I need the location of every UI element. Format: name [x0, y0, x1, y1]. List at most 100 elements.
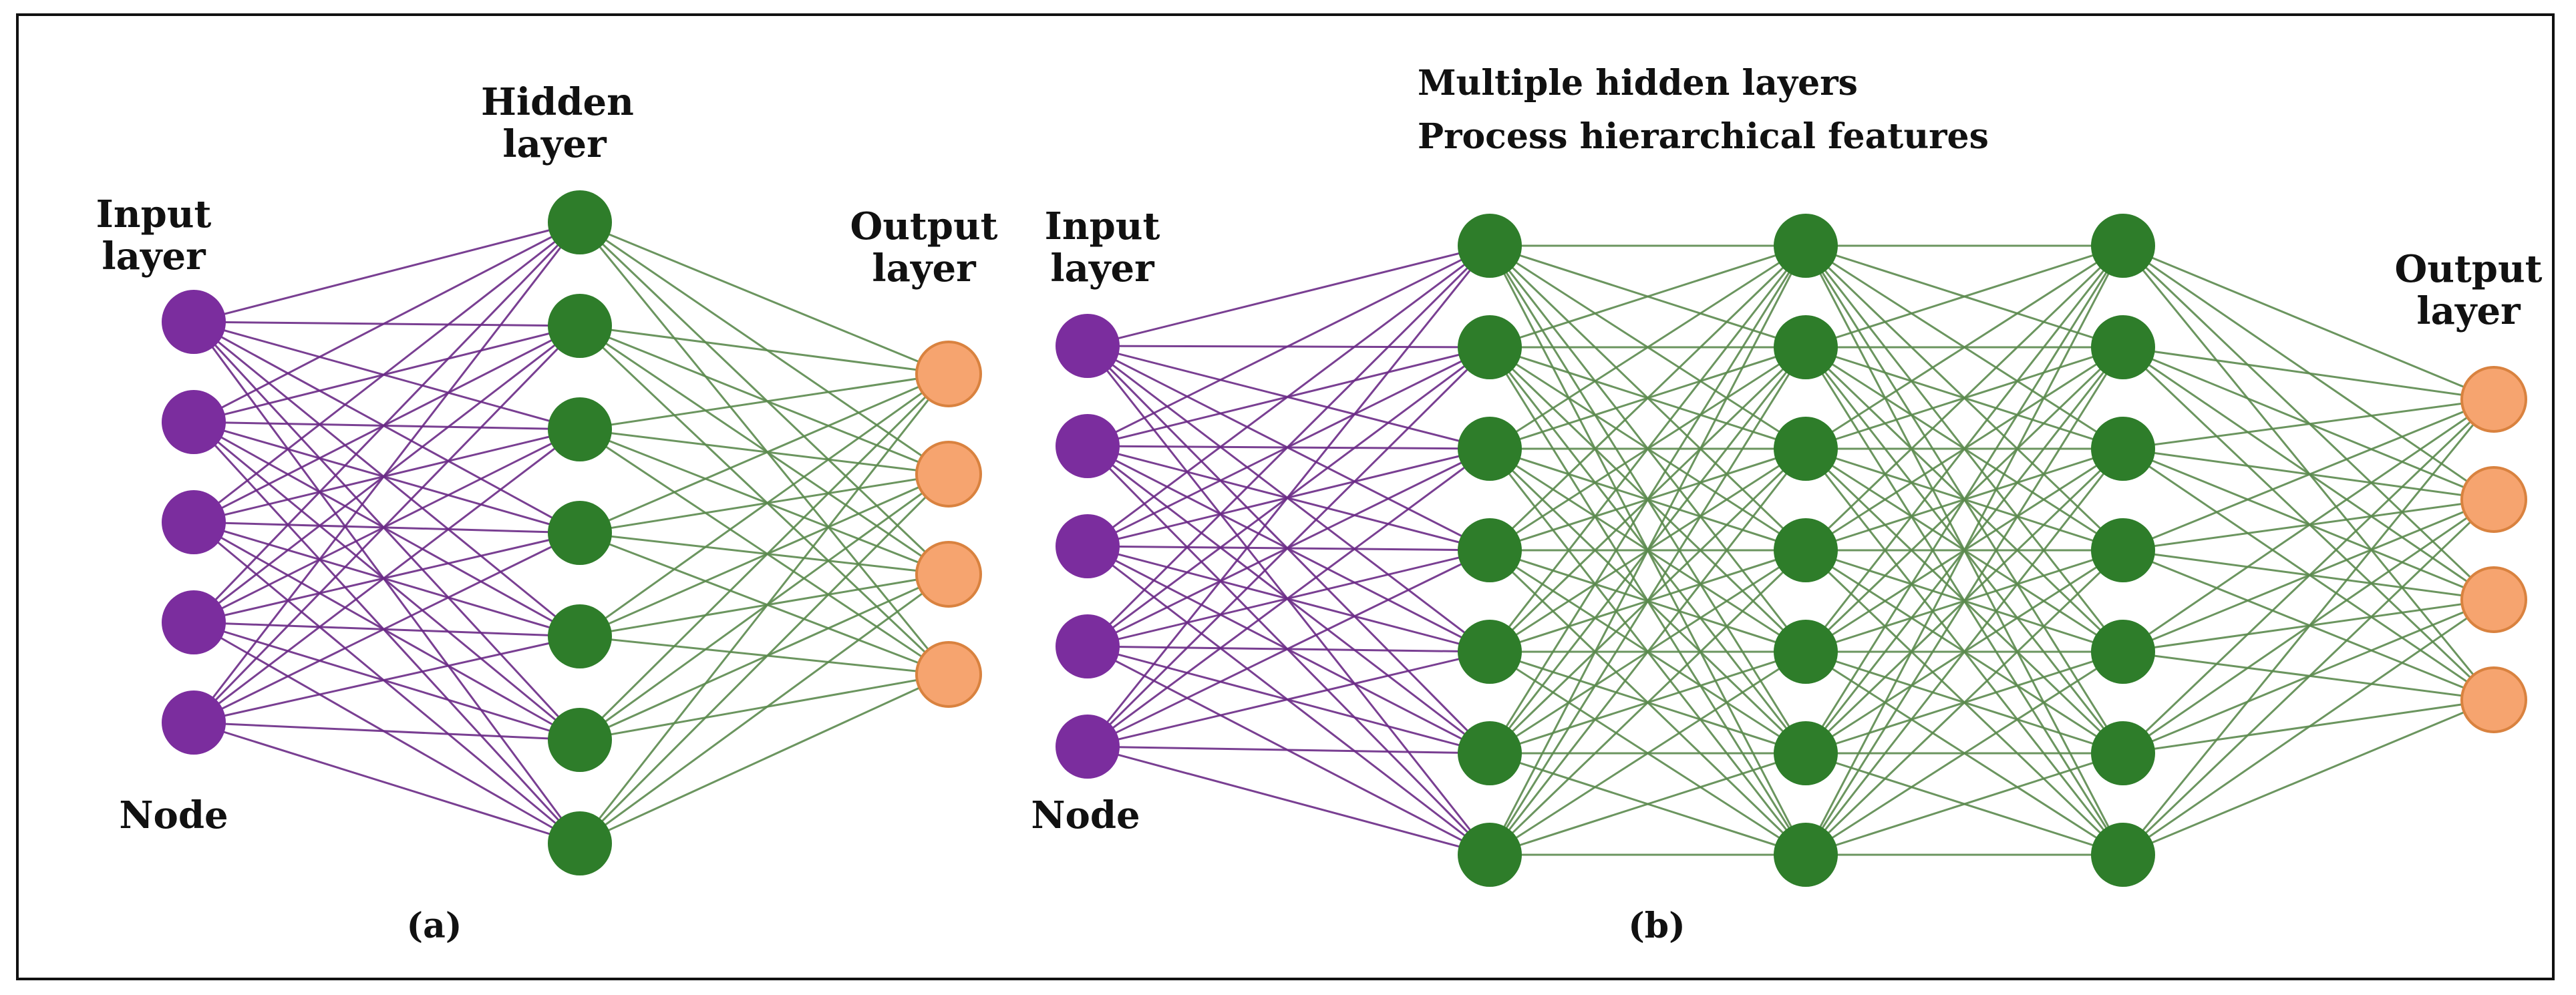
- panel-a-edge: [193, 721, 581, 741]
- panel-a-edge: [193, 721, 581, 845]
- panel-b-node-label: Node: [1031, 793, 1140, 837]
- panel-a-nodes: [162, 190, 982, 875]
- panel-a-input-node: [162, 690, 226, 755]
- panel-a-edge: [579, 473, 949, 741]
- panel-b-edge: [1087, 745, 1490, 856]
- panel-a-hidden-node: [548, 811, 612, 875]
- panel-b-hidden-node: [1774, 518, 1838, 582]
- panel-a-output-node: [915, 541, 982, 608]
- panel-b-edge: [1804, 245, 2124, 754]
- panel-b-edge: [1086, 346, 1491, 748]
- panel-a-input-node: [162, 290, 226, 354]
- panel-b-edge: [2122, 346, 2494, 401]
- panel-b-edge: [2122, 399, 2495, 855]
- panel-a-edge: [192, 321, 581, 844]
- panel-a-edge: [193, 621, 581, 741]
- panel-b-edge: [1087, 244, 1490, 447]
- panel-a-edge: [193, 621, 581, 638]
- panel-b-edge: [1804, 448, 2124, 855]
- panel-b-title: Multiple hidden layers Process hierarchi…: [1418, 63, 2019, 156]
- panel-a-edge: [579, 428, 949, 576]
- panel-b-edge: [2122, 498, 2495, 856]
- panel-a-edge: [193, 321, 581, 431]
- panel-a-caption: (a): [406, 906, 462, 946]
- panel-a-node-label: Node: [119, 793, 228, 837]
- panel-b-output-label-line2: layer: [2416, 288, 2521, 333]
- panel-a-edge: [579, 532, 949, 576]
- panel-a-edge: [193, 221, 581, 423]
- panel-b-input-node: [1056, 514, 1120, 578]
- panel-b-hidden-node: [2091, 417, 2155, 481]
- panel-b-hidden-node: [1774, 620, 1838, 684]
- panel-a-edge: [192, 325, 581, 724]
- panel-b-edge: [1805, 244, 2124, 450]
- panel-a-edge: [193, 532, 581, 724]
- panel-b-edge: [1804, 244, 2124, 552]
- panel-b-output-node: [2460, 566, 2527, 633]
- panel-a-edge: [193, 321, 581, 327]
- panel-a-hidden-label-line1: Hidden: [481, 80, 634, 124]
- panel-a-edge: [193, 321, 581, 534]
- panel-a-edge: [579, 473, 949, 638]
- panel-b-input-node: [1056, 715, 1120, 779]
- panel-a-edge: [579, 573, 949, 741]
- panel-b-edge: [1087, 244, 1490, 347]
- panel-a-edge: [579, 373, 949, 638]
- panel-a-input-label-line1: Input: [96, 192, 212, 236]
- panel-b-edge: [1488, 245, 1807, 652]
- panel-b-edge: [1087, 650, 1490, 748]
- panel-b-output-layer-label: Output layer: [2392, 248, 2545, 332]
- panel-a-edge: [193, 421, 581, 741]
- panel-a-edge: [193, 521, 581, 845]
- panel-a-edge: [193, 428, 581, 524]
- panel-b-edge: [1489, 650, 1806, 856]
- panel-a-edge: [193, 321, 581, 638]
- panel-b-hidden-node: [2091, 518, 2155, 582]
- panel-b-hidden-node: [1458, 518, 1522, 582]
- panel-a-edge: [579, 532, 949, 676]
- panel-b-output-node: [2460, 466, 2527, 533]
- panel-a-output-label-line1: Output: [850, 204, 998, 248]
- panel-a-edge: [579, 373, 949, 431]
- panel-b-edge: [1489, 244, 1806, 450]
- panel-a-edge: [192, 321, 581, 741]
- panel-a-edge: [193, 325, 581, 524]
- panel-a-edge: [579, 221, 950, 576]
- panel-a-output-node: [915, 441, 982, 508]
- panel-b-edges: [1086, 244, 2495, 856]
- panel-a-hidden-node: [548, 708, 612, 772]
- panel-b-edge: [2122, 244, 2494, 401]
- panel-a-edge: [579, 473, 949, 534]
- panel-b-output-node: [2460, 666, 2527, 733]
- panel-a-edge: [579, 373, 949, 534]
- panel-b-edge: [1489, 752, 1806, 856]
- panel-a-edge: [193, 221, 581, 524]
- panel-b-edge: [2122, 398, 2494, 653]
- panel-b-edge: [2122, 398, 2494, 450]
- panel-a-input-node: [162, 590, 226, 654]
- panel-a-edge: [579, 573, 949, 638]
- panel-b-nodes: [1056, 214, 2527, 887]
- panel-b-edge: [1804, 245, 2124, 855]
- panel-b-hidden-node: [1774, 214, 1838, 278]
- panel-b-edge: [2122, 398, 2495, 755]
- panel-a-output-node: [915, 641, 982, 708]
- panel-b-edge: [1488, 245, 1807, 754]
- panel-b-output-label-line1: Output: [2394, 247, 2543, 291]
- panel-b-input-node: [1056, 614, 1120, 678]
- panel-b-caption: (b): [1628, 906, 1685, 946]
- panel-a-edge: [579, 325, 950, 676]
- panel-a-edge: [193, 421, 581, 638]
- panel-a-edge: [193, 421, 581, 431]
- panel-b-edge: [1488, 549, 1807, 856]
- panel-b-hidden-node: [1458, 721, 1522, 785]
- panel-a-edge: [579, 373, 950, 741]
- panel-a-edge: [579, 428, 949, 475]
- panel-b-hidden-node: [1458, 620, 1522, 684]
- panel-a-edge: [579, 222, 950, 675]
- panel-b-input-label-line1: Input: [1044, 204, 1160, 248]
- panel-b-edge: [1488, 244, 1807, 552]
- panel-a-edge: [193, 325, 581, 423]
- panel-b-hidden-node: [1458, 315, 1522, 379]
- panel-a-edge: [579, 573, 949, 845]
